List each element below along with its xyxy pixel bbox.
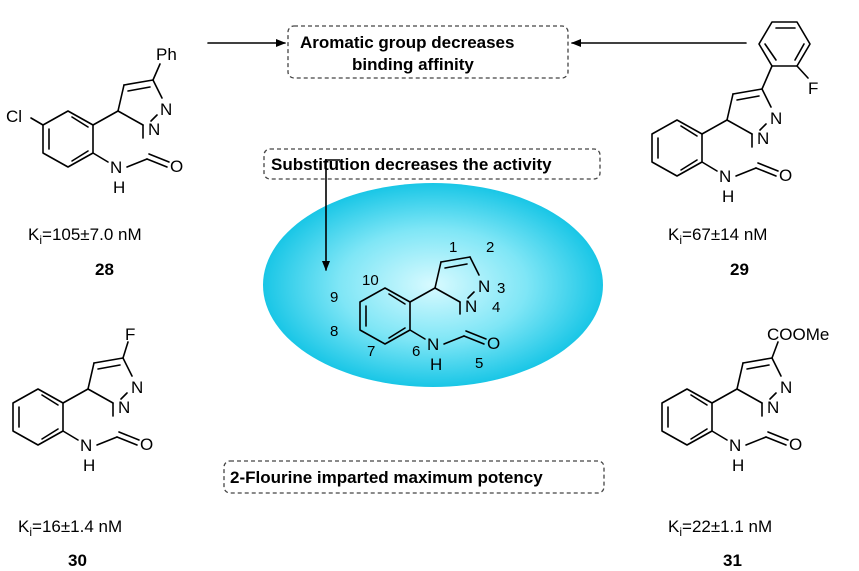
compound-28-o-label: O	[170, 157, 183, 176]
compound-31-h-label: H	[732, 456, 744, 475]
compound-29-structure	[651, 21, 811, 177]
core-num-2: 2	[486, 239, 494, 256]
core-num-3: 3	[497, 280, 505, 297]
compound-29-h-label: H	[722, 187, 734, 206]
compound-31-id: 31	[723, 551, 742, 570]
compound-28-cl-label: Cl	[6, 107, 22, 126]
compound-30-n3-label: N	[131, 378, 143, 397]
core-num-4: 4	[492, 299, 500, 316]
core-o-label: O	[487, 334, 500, 353]
compound-30-o-label: O	[140, 435, 153, 454]
compound-30-id: 30	[68, 551, 87, 570]
arrow-substitution-to-core	[322, 159, 341, 271]
compound-31-n4-label: N	[767, 398, 779, 417]
compound-29-ki: Ki=67±14 nM	[668, 225, 767, 247]
compound-30-n4-label: N	[118, 398, 130, 417]
compound-28-n4-label: N	[148, 120, 160, 139]
compound-30-h-label: H	[83, 456, 95, 475]
fluorine-note: 2-Flourine imparted maximum potency	[230, 468, 543, 487]
compound-31-o-label: O	[789, 435, 802, 454]
compound-31-coome-label: COOMe	[767, 325, 829, 344]
compound-31-ki: Ki=22±1.1 nM	[668, 517, 772, 539]
compound-28-id: 28	[95, 260, 114, 279]
aromatic-note-line2: binding affinity	[352, 55, 474, 74]
core-n4-label: N	[465, 297, 477, 316]
fluorine-note-box	[223, 460, 605, 494]
compound-28-ki: Ki=105±7.0 nM	[28, 225, 142, 247]
compound-28-h-label: H	[113, 178, 125, 197]
aromatic-note-box	[287, 25, 569, 79]
compound-29-nh-label: N	[719, 167, 731, 186]
compound-30-nh-label: N	[80, 436, 92, 455]
core-num-5: 5	[475, 355, 483, 372]
substitution-note-box	[263, 148, 601, 180]
compound-29-id: 29	[730, 260, 749, 279]
compound-29-f-label: F	[808, 79, 818, 98]
core-highlight-ellipse	[263, 183, 603, 387]
core-num-6: 6	[412, 343, 420, 360]
core-num-1: 1	[449, 239, 457, 256]
aromatic-note-line1: Aromatic group decreases	[300, 33, 514, 52]
compound-28-nh-label: N	[110, 158, 122, 177]
compound-28-n3-label: N	[160, 100, 172, 119]
core-num-10: 10	[362, 272, 379, 289]
core-scaffold	[359, 256, 487, 345]
core-h-label: H	[430, 355, 442, 374]
compound-29-n3-label: N	[770, 109, 782, 128]
compound-31-structure	[661, 341, 789, 446]
compound-29-o-label: O	[779, 166, 792, 185]
core-num-7: 7	[367, 343, 375, 360]
core-n3-label: N	[478, 277, 490, 296]
compound-28-ph-label: Ph	[156, 45, 177, 64]
core-num-9: 9	[330, 289, 338, 306]
compound-31-n3-label: N	[780, 378, 792, 397]
compound-30-f-label: F	[125, 325, 135, 344]
compound-28-structure	[30, 63, 170, 168]
compound-30-structure	[12, 341, 140, 446]
substitution-note: Substitution decreases the activity	[271, 155, 552, 174]
compound-31-nh-label: N	[729, 436, 741, 455]
core-num-8: 8	[330, 323, 338, 340]
core-nh-label: N	[427, 335, 439, 354]
compound-30-ki: Ki=16±1.4 nM	[18, 517, 122, 539]
compound-29-n4-label: N	[757, 129, 769, 148]
